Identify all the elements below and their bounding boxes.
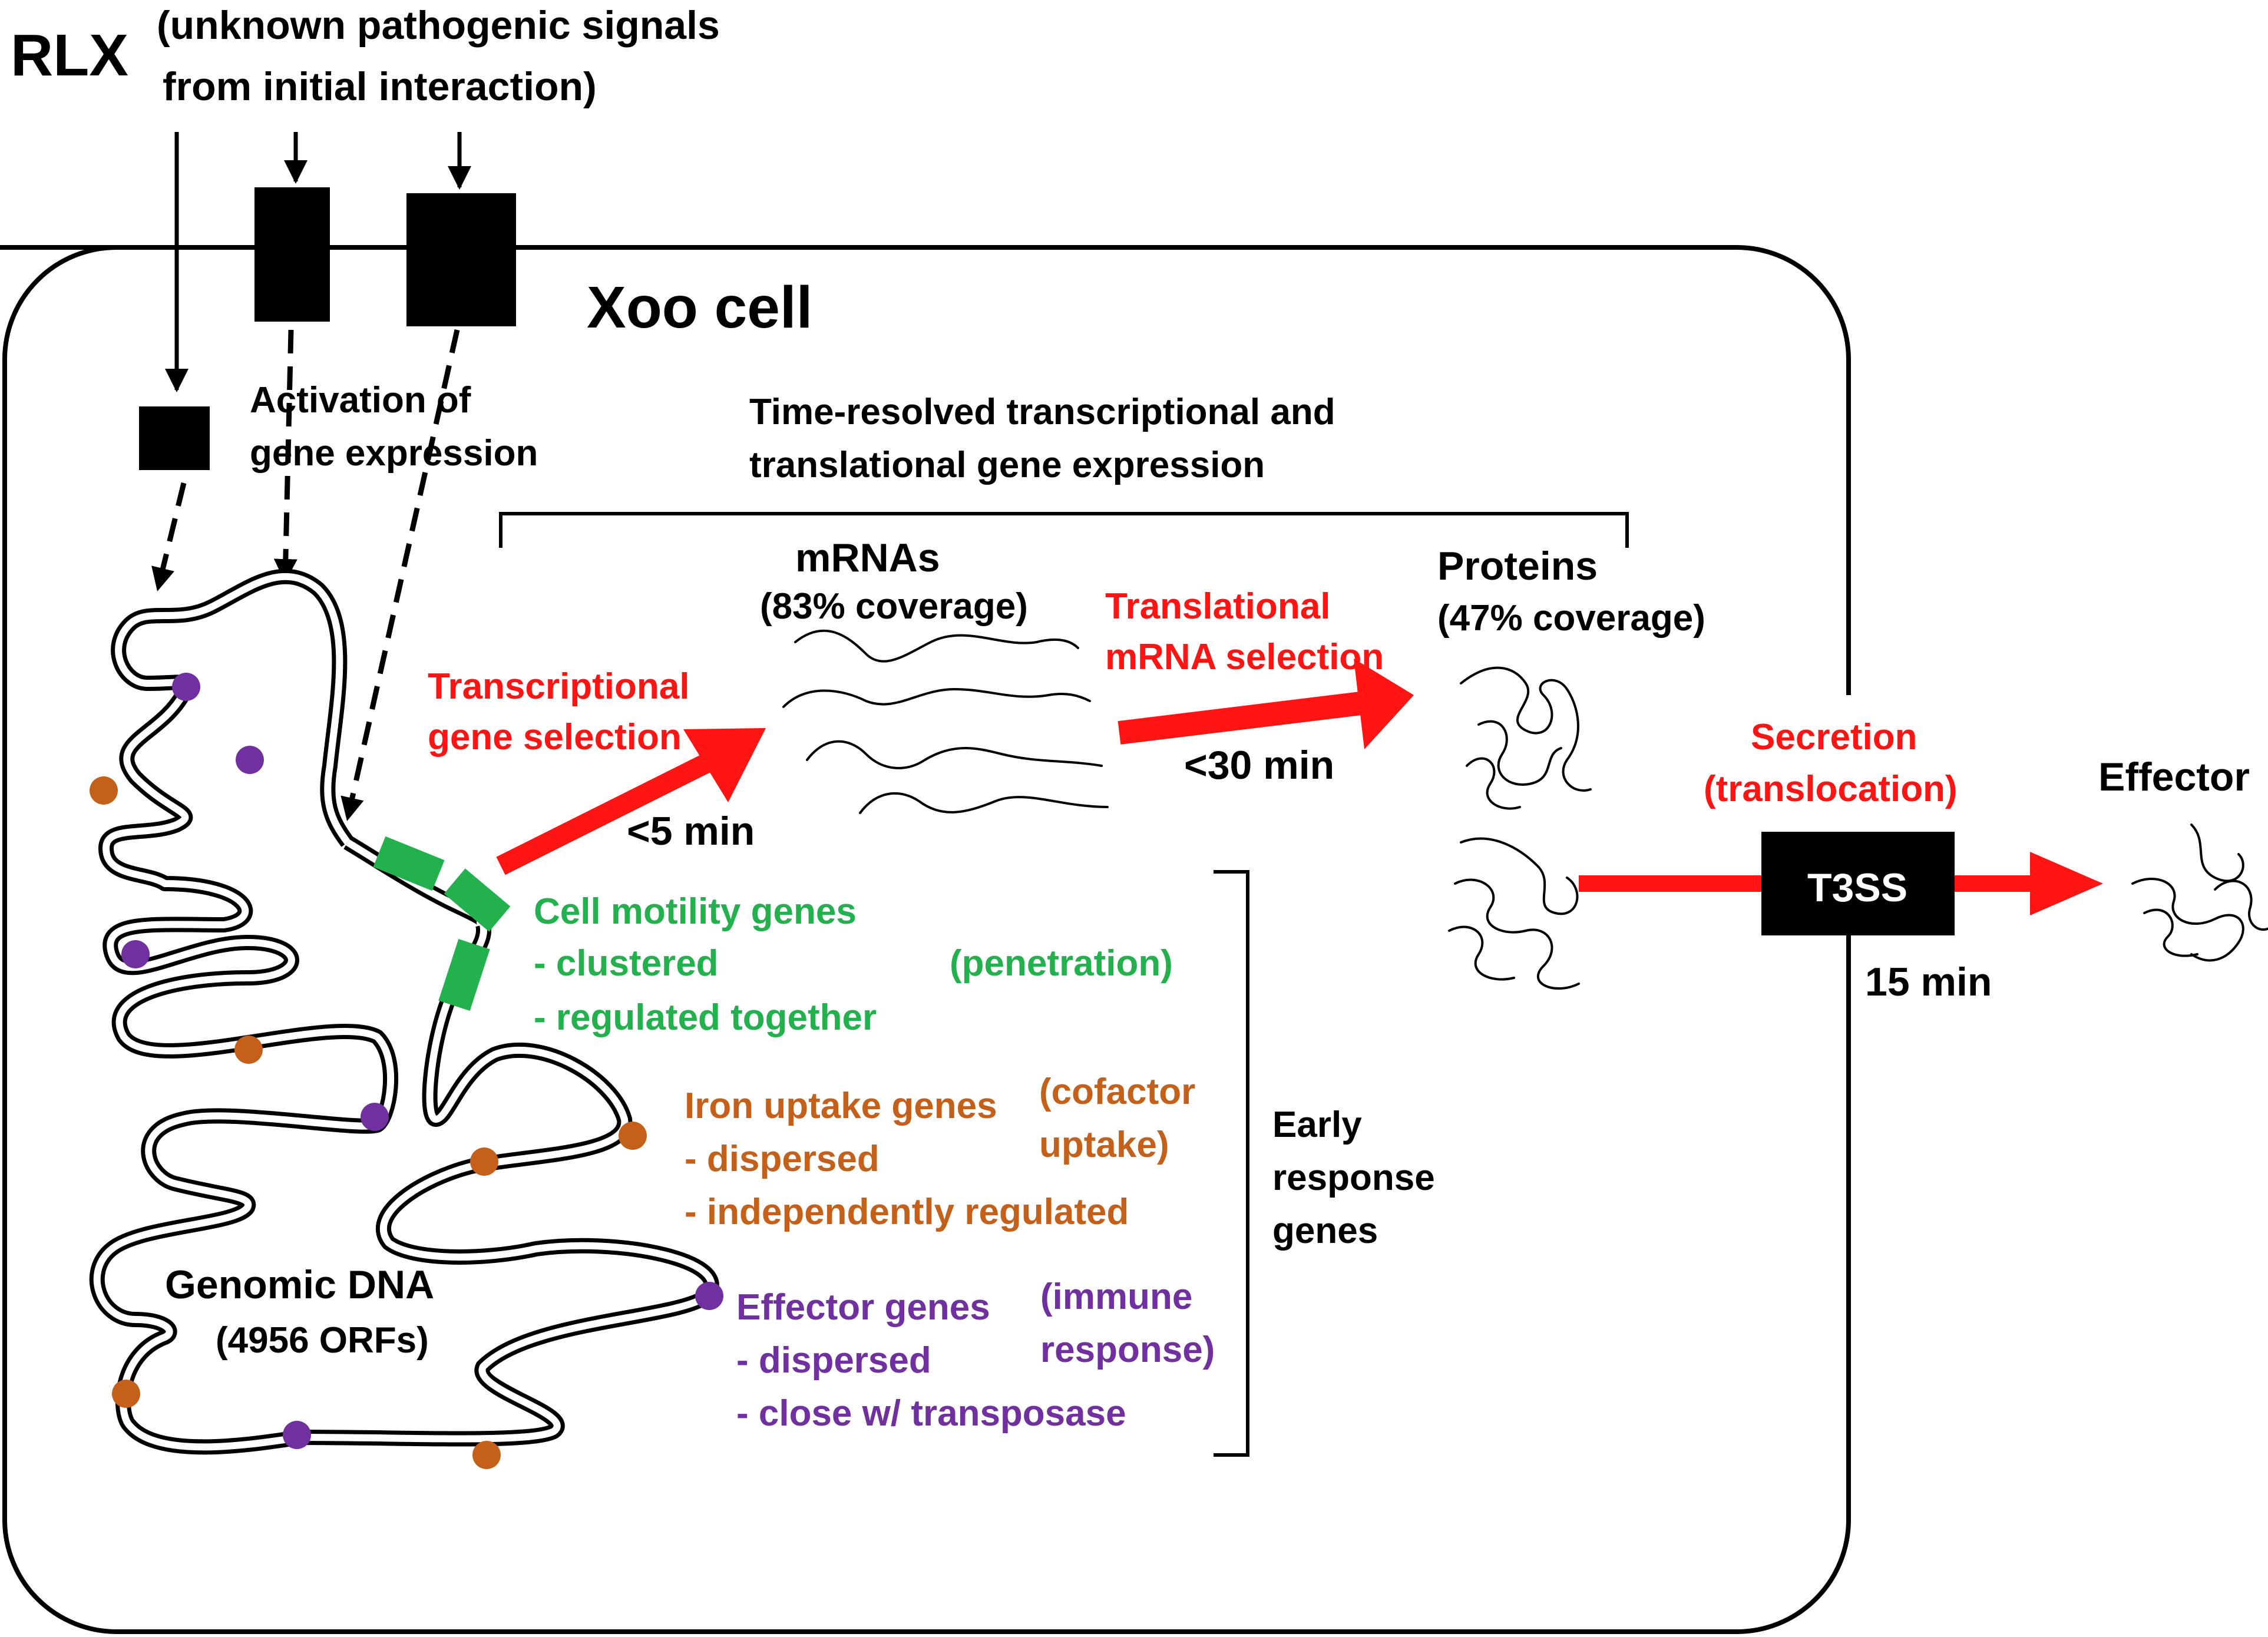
translational-label-line1: Translational — [1105, 586, 1330, 627]
translational-time: <30 min — [1184, 743, 1334, 788]
iron-gene-dot — [90, 776, 118, 805]
proteins-label: Proteins — [1437, 544, 1598, 588]
motility-gene-1 — [373, 836, 445, 891]
signals-label-line2: from initial interaction) — [163, 64, 597, 109]
effector-gene-dot — [283, 1421, 311, 1449]
early-response-bracket — [1214, 870, 1249, 1457]
genome-orfs: (4956 ORFs) — [216, 1320, 429, 1361]
effector-genes-role-line1: (immune — [1040, 1276, 1192, 1317]
dashed-arrow-2 — [273, 329, 297, 583]
mrnas-label: mRNAs — [795, 535, 940, 580]
effector-gene-dot — [172, 673, 200, 701]
t3ss-box — [1761, 832, 1955, 935]
dashed-arrow-1 — [151, 482, 187, 591]
dashed-arrow-3 — [340, 329, 460, 821]
cell-title: Xoo cell — [587, 275, 812, 340]
iron-role-line1: (cofactor — [1039, 1072, 1195, 1112]
transcriptional-time: <5 min — [627, 809, 755, 854]
time-resolved-bracket — [499, 512, 1629, 548]
genome-label: Genomic DNA — [165, 1262, 434, 1307]
iron-gene-dot — [470, 1147, 498, 1176]
translational-label-line2: mRNA selection — [1105, 637, 1384, 677]
secretion-arrow — [1579, 852, 2103, 915]
iron-gene-dot — [619, 1122, 647, 1150]
motility-item1: - clustered — [534, 943, 719, 984]
activation-label-line1: Activation of — [250, 380, 471, 421]
motility-gene-3 — [438, 939, 490, 1011]
receptor-2 — [406, 193, 516, 326]
effector-genes-item2: - close w/ transposase — [736, 1393, 1126, 1434]
early-response-line3: genes — [1272, 1211, 1378, 1251]
effector-gene-dot — [121, 940, 150, 968]
effector-genes-title: Effector genes — [736, 1287, 990, 1328]
effector-gene-dot — [361, 1103, 389, 1131]
t3ss-label: T3SS — [1807, 865, 1907, 910]
effector-label: Effector — [2098, 755, 2250, 799]
secretion-label-line1: Secretion — [1751, 717, 1917, 758]
mrnas-coverage: (83% coverage) — [760, 586, 1028, 627]
early-response-line2: response — [1272, 1158, 1435, 1198]
effector-gene-dot — [236, 746, 264, 774]
motility-gene-2 — [444, 868, 511, 932]
signals-label-line1: (unknown pathogenic signals — [157, 3, 720, 48]
effector-scribble — [2131, 824, 2268, 962]
transcriptional-label-line1: Transcriptional — [428, 666, 689, 707]
time-resolved-line1: Time-resolved transcriptional and — [749, 392, 1335, 432]
mrna-squiggles — [782, 629, 1109, 814]
secretion-time: 15 min — [1865, 960, 1992, 1004]
transcription-arrow — [496, 728, 766, 875]
protein-scribble-2 — [1448, 837, 1580, 990]
iron-gene-dot — [234, 1036, 263, 1064]
activation-label-line2: gene expression — [250, 433, 538, 474]
motility-title: Cell motility genes — [534, 891, 857, 932]
iron-item1: - dispersed — [685, 1139, 880, 1179]
early-response-line1: Early — [1272, 1104, 1362, 1145]
time-resolved-line2: translational gene expression — [749, 445, 1265, 485]
iron-item2: - independently regulated — [685, 1192, 1129, 1232]
secretion-label-line2: (translocation) — [1704, 769, 1958, 809]
protein-scribble-1 — [1460, 666, 1592, 810]
iron-role-line2: uptake) — [1039, 1125, 1169, 1165]
effector-gene-dot — [695, 1282, 723, 1310]
effector-genes-item1: - dispersed — [736, 1340, 931, 1381]
iron-gene-dot — [472, 1441, 501, 1469]
motility-item2: - regulated together — [534, 997, 877, 1038]
rlx-label: RLX — [11, 22, 128, 88]
transcriptional-label-line2: gene selection — [428, 717, 682, 758]
iron-title: Iron uptake genes — [685, 1086, 997, 1126]
receptor-1 — [254, 187, 330, 322]
effector-genes-role-line2: response) — [1040, 1330, 1215, 1370]
intracellular-receptor — [139, 406, 210, 470]
iron-gene-dot — [112, 1380, 140, 1408]
translation-arrow — [1118, 659, 1414, 749]
cell-outline — [2, 245, 1851, 1634]
proteins-coverage: (47% coverage) — [1437, 598, 1705, 639]
motility-role: (penetration) — [950, 943, 1173, 984]
